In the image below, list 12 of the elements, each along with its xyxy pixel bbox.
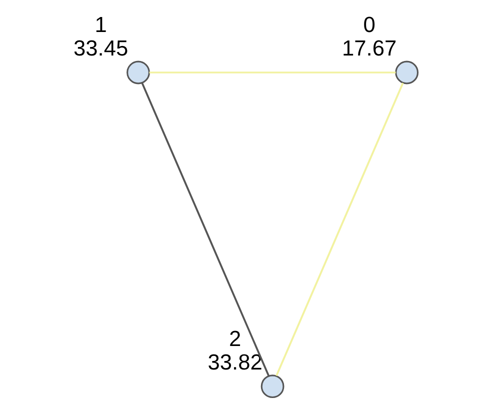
node-circle [126, 60, 150, 84]
connector [275, 82, 404, 376]
node-label: 0 [362, 12, 375, 38]
connector [140, 82, 270, 376]
connector [148, 72, 396, 74]
node-label: 1 [94, 12, 106, 38]
node-label: 33.82 [207, 349, 262, 374]
node-label: 33.45 [72, 36, 128, 61]
node-label: 2 [228, 326, 241, 352]
node-circle [394, 60, 418, 84]
node-circle [260, 374, 284, 398]
node-label: 17.67 [342, 36, 396, 61]
